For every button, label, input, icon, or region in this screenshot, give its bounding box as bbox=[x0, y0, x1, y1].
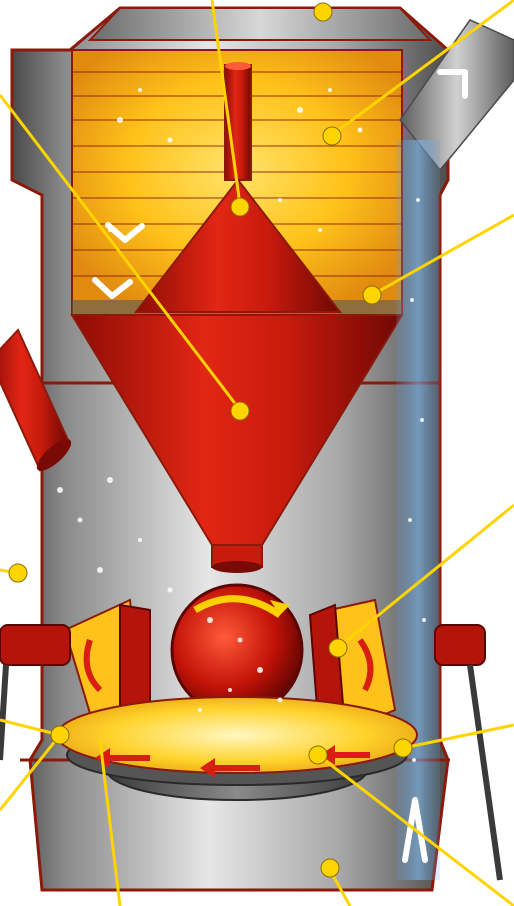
grinding-rotor bbox=[172, 585, 302, 715]
callout-dot-icon bbox=[231, 402, 249, 420]
callout-dot-icon bbox=[314, 3, 332, 21]
callout-dot-icon bbox=[363, 286, 381, 304]
callout-dot-icon bbox=[231, 198, 249, 216]
callout-dot-icon bbox=[9, 564, 27, 582]
callout-dot-icon bbox=[309, 746, 327, 764]
callout-dot-icon bbox=[329, 639, 347, 657]
callout-dot-icon bbox=[323, 127, 341, 145]
callout-dot-icon bbox=[321, 859, 339, 877]
air-outlet-pipe bbox=[396, 20, 514, 880]
callout-dot-icon bbox=[394, 739, 412, 757]
callout-dot-icon bbox=[51, 726, 69, 744]
